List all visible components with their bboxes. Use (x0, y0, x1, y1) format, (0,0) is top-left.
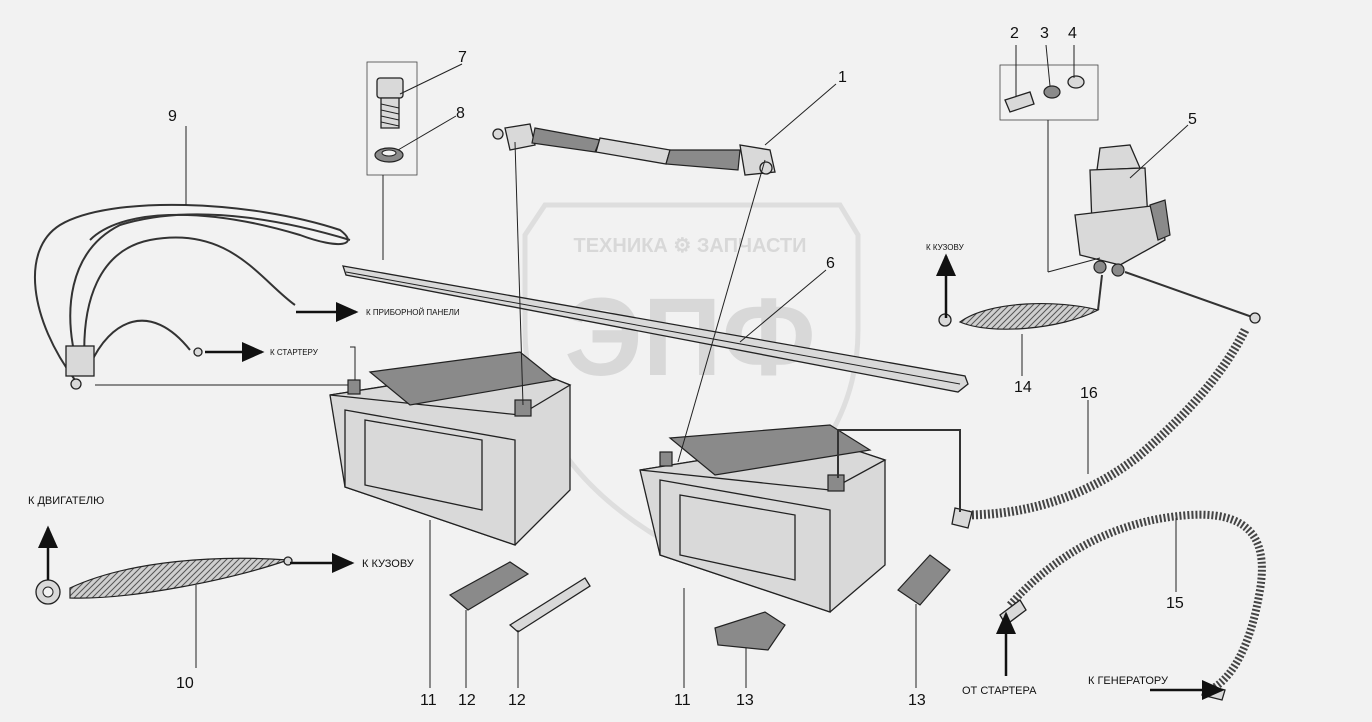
callout-8: 8 (456, 105, 465, 122)
harness-terminal (70, 378, 82, 390)
leader-lines (185, 44, 1189, 688)
direction-labels: К ПРИБОРНОЙ ПАНЕЛИ К СТАРТЕРУ К КУЗОВУ К… (28, 243, 1169, 697)
harness-connector (65, 345, 95, 377)
fastener-box-frame (999, 64, 1099, 121)
jumper-terminal-left (492, 128, 504, 140)
ground-strap-10 (35, 556, 293, 605)
battery-right-terminal-neg (659, 451, 673, 467)
battery-right-label (679, 494, 796, 581)
ground-strap-14 (938, 274, 1103, 330)
battery-left-terminal-neg (347, 379, 361, 395)
jumper-label-band (595, 137, 671, 165)
pad-12-b (508, 577, 591, 633)
battery-right-top-caps (668, 424, 872, 476)
label-to-starter: К СТАРТЕРУ (270, 348, 319, 357)
battery-right-terminal-pos (827, 474, 845, 492)
fastener-group-2-3-4 (999, 64, 1099, 121)
direction-arrows (38, 253, 1225, 700)
callout-15: 15 (1166, 595, 1184, 612)
label-to-body-top: К КУЗОВУ (926, 243, 965, 252)
callout-9: 9 (168, 108, 177, 125)
battery-jumper-cable-1 (492, 123, 776, 176)
callout-13-right: 13 (908, 692, 926, 709)
callout-16: 16 (1080, 385, 1098, 402)
washer-3 (1043, 85, 1061, 99)
bolt-head (376, 77, 404, 99)
power-cable-16 (951, 271, 1261, 529)
jumper-sleeve-right (665, 149, 741, 171)
battery-left-top-caps (368, 351, 557, 406)
watermark-brand-line: ТЕХНИКА ⚙ ЗАПЧАСТИ (573, 235, 806, 257)
callout-5: 5 (1188, 111, 1197, 128)
battery-right-11 (639, 424, 887, 613)
washer-4 (1067, 75, 1085, 89)
bolt-box-frame (366, 61, 418, 176)
callout-numbers: 1 2 3 4 5 6 7 8 9 10 11 12 12 11 13 13 1… (168, 25, 1197, 709)
callout-10: 10 (176, 675, 194, 692)
jumper-sleeve-left (531, 127, 601, 153)
callout-6: 6 (826, 255, 835, 272)
callout-12-right: 12 (508, 692, 526, 709)
bolt-washer-group (366, 61, 418, 176)
generator-cable-15 (999, 510, 1266, 701)
callout-3: 3 (1040, 25, 1049, 42)
label-to-body-bottom: К КУЗОВУ (362, 558, 415, 570)
screw-2 (1004, 91, 1035, 113)
battery-left-11 (329, 351, 572, 546)
label-to-instrument-panel: К ПРИБОРНОЙ ПАНЕЛИ (366, 308, 460, 317)
label-from-starter: ОТ СТАРТЕРА (962, 685, 1037, 697)
callout-11-left: 11 (420, 692, 437, 709)
battery-left-label (364, 419, 483, 511)
callout-2: 2 (1010, 25, 1019, 42)
callout-11-right: 11 (674, 692, 691, 709)
callout-4: 4 (1068, 25, 1077, 42)
wiring-harness-9 (33, 203, 356, 390)
mass-switch-5 (1074, 144, 1171, 277)
callout-12-left: 12 (458, 692, 476, 709)
label-to-engine: К ДВИГАТЕЛЮ (28, 495, 104, 507)
callout-13-left: 13 (736, 692, 754, 709)
starter-terminal (193, 347, 203, 357)
callout-1: 1 (838, 69, 847, 86)
callout-7: 7 (458, 49, 467, 66)
jumper-terminal-right (759, 161, 773, 175)
pads-12-13 (448, 554, 951, 651)
battery-hold-down-bar-6 (342, 265, 969, 393)
pad-13-b (897, 554, 951, 606)
pad-12-a (448, 561, 530, 611)
callout-14: 14 (1014, 379, 1032, 396)
pad-13-a (714, 611, 786, 651)
label-to-generator: К ГЕНЕРАТОРУ (1088, 675, 1169, 687)
